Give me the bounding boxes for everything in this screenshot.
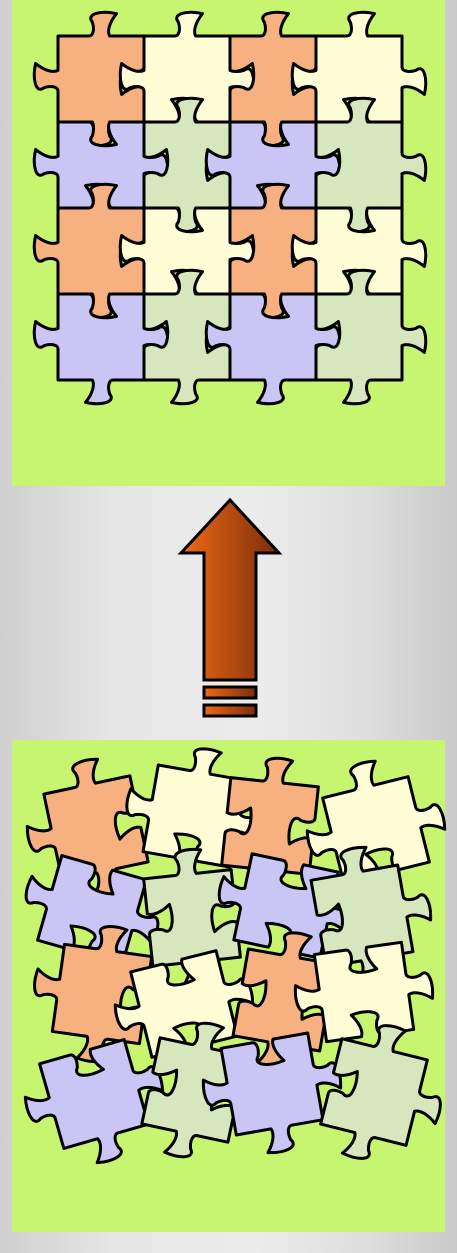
puzzle-piece-sage [319,1024,442,1160]
puzzle-piece-cream [293,940,435,1044]
arrow-body-icon [177,497,283,682]
puzzle-piece-orange [25,757,150,899]
puzzle-piece-sage [314,268,428,406]
puzzle-piece-sage [140,1021,248,1159]
arrow-stripe-1 [202,685,258,700]
solved-puzzle-pieces [32,10,428,406]
scrambled-puzzle-panel [12,740,447,1232]
arrow-stripe-2 [202,703,258,718]
puzzle-piece-orange [231,931,337,1069]
solved-puzzle-panel [12,0,445,486]
assembly-arrow [177,497,283,718]
scrambled-puzzle-pieces [23,747,447,1165]
